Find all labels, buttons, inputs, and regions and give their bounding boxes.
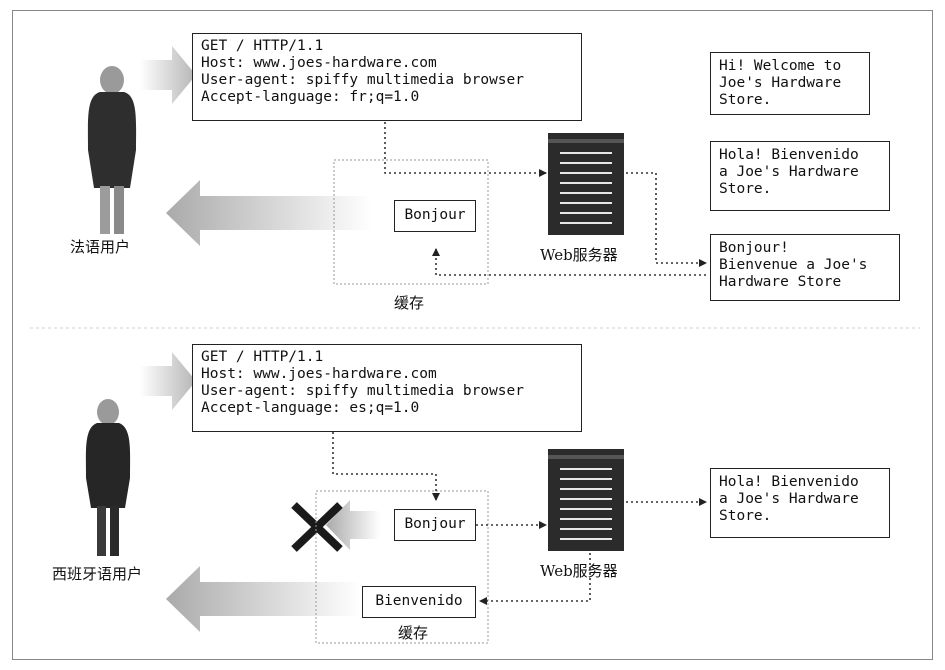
response-line: Store. — [719, 92, 772, 108]
wide-arrow-icon — [166, 180, 372, 246]
response-line: Bonjour! — [719, 240, 789, 256]
figure-frame — [12, 10, 933, 660]
request-line: GET / HTTP/1.1 — [201, 349, 324, 365]
response-line: Hola! Bienvenido — [719, 474, 859, 490]
cross-icon — [291, 502, 343, 552]
cache-boundary — [333, 159, 489, 285]
connector-response-to-cache — [432, 248, 706, 276]
connector-request-to-cache — [332, 432, 440, 501]
response-line: Store. — [719, 508, 772, 524]
cache-item-box: Bienvenido — [362, 586, 476, 618]
cache-item-box: Bonjour — [394, 200, 476, 232]
server-icon — [548, 133, 624, 235]
connector-server-to-response — [626, 172, 707, 267]
request-line: User-agent: spiffy multimedia browser — [201, 72, 525, 88]
request-line: Accept-language: es;q=1.0 — [201, 400, 420, 416]
user-label: 法语用户 — [70, 238, 131, 256]
wide-arrow-icon — [166, 566, 360, 632]
server-icon — [548, 449, 624, 551]
response-line: Hardware Store — [719, 274, 842, 290]
cache-item: Bonjour — [404, 207, 466, 223]
response-line: a Joe's Hardware — [719, 164, 859, 180]
blocked-arrow-icon — [326, 500, 380, 550]
server-label: Web服务器 — [540, 562, 618, 580]
person-icon — [87, 66, 137, 234]
connector-request-to-server — [384, 122, 547, 177]
request-line: Host: www.joes-hardware.com — [201, 366, 437, 382]
response-line: Joe's Hardware — [719, 75, 842, 91]
cache-item: Bienvenido — [375, 593, 463, 609]
request-line: Accept-language: fr;q=1.0 — [201, 89, 420, 105]
response-line: a Joe's Hardware — [719, 491, 859, 507]
response-box: Hola! Bienvenido a Joe's Hardware Store. — [710, 468, 890, 538]
cache-item: Bonjour — [404, 516, 466, 532]
request-line: User-agent: spiffy multimedia browser — [201, 383, 525, 399]
connector-server-to-cache — [479, 553, 591, 605]
cache-item-box: Bonjour — [394, 509, 476, 541]
user-label: 西班牙语用户 — [52, 565, 143, 583]
response-line: Hi! Welcome to — [719, 58, 842, 74]
cache-label: 缓存 — [394, 294, 425, 312]
response-line: Hola! Bienvenido — [719, 147, 859, 163]
cache-boundary — [315, 490, 489, 644]
response-box: Bonjour! Bienvenue a Joe's Hardware Stor… — [710, 234, 900, 301]
response-box: Hi! Welcome to Joe's Hardware Store. — [710, 52, 870, 115]
request-line: Host: www.joes-hardware.com — [201, 55, 437, 71]
response-box: Hola! Bienvenido a Joe's Hardware Store. — [710, 141, 890, 211]
response-line: Bienvenue a Joe's — [719, 257, 868, 273]
request-line: GET / HTTP/1.1 — [201, 38, 324, 54]
http-request-box: GET / HTTP/1.1 Host: www.joes-hardware.c… — [192, 33, 582, 121]
cache-label: 缓存 — [398, 624, 429, 642]
server-label: Web服务器 — [540, 246, 618, 264]
response-line: Store. — [719, 181, 772, 197]
request-arrow-icon — [140, 46, 196, 104]
person-icon — [85, 399, 131, 556]
http-request-box: GET / HTTP/1.1 Host: www.joes-hardware.c… — [192, 344, 582, 432]
request-arrow-icon — [140, 352, 196, 410]
